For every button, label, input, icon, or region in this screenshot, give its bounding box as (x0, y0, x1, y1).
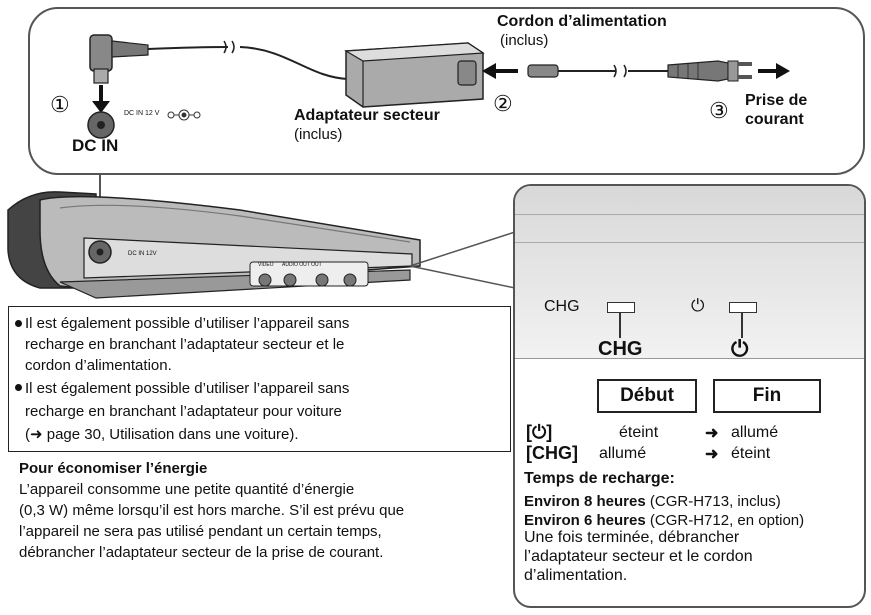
after-charge-text: Une fois terminée, débrancher l’adaptate… (524, 528, 753, 585)
chg-big-label: CHG (598, 338, 643, 360)
bullet-icon (15, 384, 22, 391)
device-illustration (7, 175, 516, 299)
dc-in-label: DC IN (72, 136, 119, 155)
charge-time-6h: Environ 6 heures (CGR-H712, en option) (524, 511, 804, 530)
device-video-label: VIDEO (258, 262, 274, 268)
step-2-marker: ② (493, 91, 513, 116)
chg-row-start: allumé (599, 445, 647, 462)
energy-text: L’appareil consomme une petite quantité … (19, 479, 404, 563)
end-label: Fin (713, 379, 821, 413)
cord-connector-icon (527, 64, 559, 78)
charge-indicator-panel: CHG ⏻ CHG ⏻ Début Fin [⏻] éteint ➜ allum… (513, 184, 866, 608)
device-face (515, 186, 864, 359)
charge-time-heading: Temps de recharge: (524, 470, 675, 487)
bullet-icon (15, 320, 22, 327)
cord-note: (inclus) (500, 32, 549, 49)
note-line: Il est également possible d’utiliser l’a… (25, 315, 350, 332)
power-row-key: [⏻] (526, 422, 553, 442)
after-line: d’alimentation. (524, 567, 628, 584)
power-row-end: allumé (731, 424, 779, 441)
connection-illustration (87, 34, 790, 139)
wall-plug-icon (667, 60, 752, 82)
note-line: Il est également possible d’utiliser l’a… (25, 380, 350, 397)
after-line: Une fois terminée, débrancher (524, 529, 740, 546)
dc-plug-icon (89, 34, 149, 84)
note-line: cordon d’alimentation. (25, 357, 172, 374)
power-symbol-big: ⏻ (731, 336, 749, 361)
adapter-title: Adaptateur secteur (294, 107, 440, 124)
chg-indicator-icon (607, 302, 635, 313)
after-line: l’adaptateur secteur et le cordon (524, 548, 753, 565)
polarity-icon (167, 109, 201, 121)
cord-title: Cordon d’alimentation (497, 13, 667, 30)
charge-time-8h: Environ 8 heures (CGR-H713, inclus) (524, 492, 781, 511)
step-3-marker: ③ (709, 98, 729, 123)
notes-box: Il est également possible d’utiliser l’a… (8, 306, 511, 452)
chg-row-arrow: ➜ (705, 446, 719, 463)
energy-line: (0,3 W) même lorsqu’il est hors marche. … (19, 502, 405, 519)
power-row-start: éteint (619, 424, 659, 441)
chg-small-label: CHG (544, 298, 580, 315)
charge-time-8h-rest: (CGR-H713, inclus) (645, 493, 781, 510)
energy-heading: Pour économiser l’énergie (19, 460, 208, 477)
note-line: (➜ page 30, Utilisation dans une voiture… (25, 426, 299, 443)
chg-row-key: [CHG] (526, 443, 578, 463)
chg-row-end: éteint (731, 445, 771, 462)
outlet-line2: courant (745, 111, 804, 128)
energy-line: l’appareil ne sera pas utilisé pendant u… (19, 523, 382, 540)
dc-in-small-label: DC IN 12 V (124, 110, 160, 117)
device-audio-label: AUDIO OUT OUT (282, 262, 322, 268)
ac-adapter-icon (344, 42, 485, 108)
charge-time-6h-rest: (CGR-H712, en option) (645, 512, 805, 529)
energy-line: L’appareil consomme une petite quantité … (19, 481, 355, 498)
outlet-line1: Prise de (745, 92, 808, 109)
energy-line: débrancher l’adaptateur secteur de la pr… (19, 544, 384, 561)
device-dcin-label: DC IN 12V (128, 251, 157, 257)
power-symbol-small: ⏻ (691, 296, 705, 315)
step-1-marker: ① (50, 92, 70, 117)
adapter-note: (inclus) (294, 126, 343, 143)
note-line: recharge en branchant l’adaptateur pour … (25, 403, 342, 420)
start-label: Début (597, 379, 697, 413)
charge-time-8h-bold: Environ 8 heures (524, 493, 646, 510)
power-row-arrow: ➜ (705, 425, 719, 442)
note-line: recharge en branchant l’adaptateur secte… (25, 336, 345, 353)
charge-time-6h-bold: Environ 6 heures (524, 512, 646, 529)
power-indicator-icon (729, 302, 757, 313)
